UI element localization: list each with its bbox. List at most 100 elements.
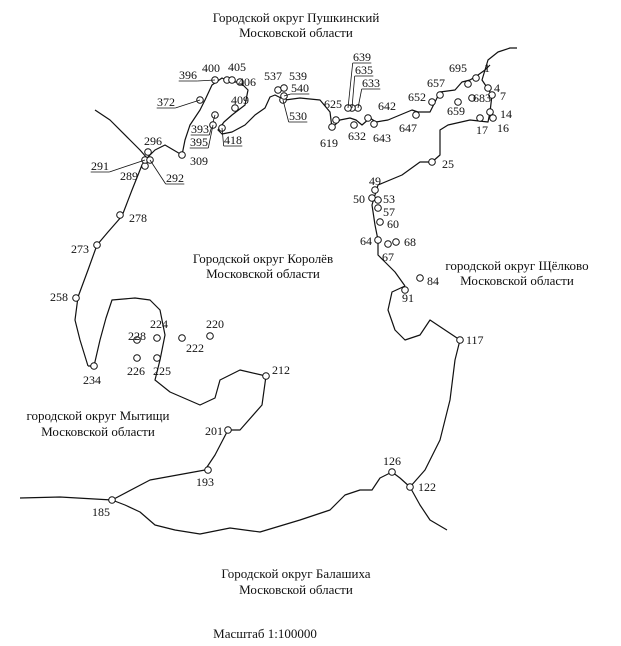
point-marker-539 [280, 84, 288, 92]
point-marker-212 [262, 372, 270, 380]
boundary-line [19, 47, 517, 535]
point-leader-530 [282, 99, 290, 123]
point-marker-652 [428, 98, 436, 106]
region-label-pushkinsky-2: Московской области [239, 25, 353, 40]
point-marker-220 [206, 332, 214, 340]
point-marker-4 [484, 84, 492, 92]
point-label-647: 647 [399, 121, 417, 135]
point-label-4: 4 [494, 81, 500, 95]
point-label-226: 226 [127, 364, 145, 378]
point-marker-228 [133, 336, 141, 344]
point-label-683: 683 [473, 91, 491, 105]
point-marker-642 [364, 114, 372, 122]
point-leader-292 [149, 159, 167, 185]
point-marker-632 [350, 121, 358, 129]
point-label-292: 292 [166, 171, 184, 185]
point-label-53: 53 [383, 192, 395, 206]
point-label-220: 220 [206, 317, 224, 331]
point-marker-84 [416, 274, 424, 282]
point-label-67: 67 [382, 250, 394, 264]
point-leader-395 [207, 124, 214, 149]
point-label-64: 64 [360, 234, 372, 248]
region-label-korolev-2: Московской области [206, 266, 320, 281]
point-label-273: 273 [71, 242, 89, 256]
point-label-68: 68 [404, 235, 416, 249]
region-label-korolev-1: Городской округ Королёв [193, 251, 333, 266]
point-leader-291 [109, 159, 146, 173]
point-marker-185 [108, 496, 116, 504]
point-marker-16 [489, 114, 497, 122]
point-label-418: 418 [224, 133, 242, 147]
point-label-395: 395 [190, 135, 208, 149]
point-label-643: 643 [373, 131, 391, 145]
point-label-400: 400 [202, 61, 220, 75]
point-label-639: 639 [353, 50, 371, 64]
point-label-16: 16 [497, 121, 509, 135]
point-label-278: 278 [129, 211, 147, 225]
point-label-659: 659 [447, 104, 465, 118]
point-marker-68 [392, 238, 400, 246]
point-leader-396 [197, 79, 216, 82]
point-label-224: 224 [150, 317, 168, 331]
point-label-258: 258 [50, 290, 68, 304]
point-label-695: 695 [449, 61, 467, 75]
point-label-625: 625 [324, 97, 342, 111]
point-marker-222 [178, 334, 186, 342]
point-marker-619 [328, 123, 336, 131]
point-label-185: 185 [92, 505, 110, 519]
point-leader-635 [351, 75, 356, 109]
point-marker-193 [204, 466, 212, 474]
point-marker-625 [332, 116, 340, 124]
point-label-122: 122 [418, 480, 436, 494]
point-label-17: 17 [476, 123, 488, 137]
point-label-619: 619 [320, 136, 338, 150]
point-marker-1 [472, 74, 480, 82]
point-label-212: 212 [272, 363, 290, 377]
boundary-line-north [146, 64, 491, 159]
point-marker-643 [370, 120, 378, 128]
point-label-635: 635 [355, 63, 373, 77]
point-marker-695 [464, 80, 472, 88]
point-label-60: 60 [387, 217, 399, 231]
point-label-291: 291 [91, 159, 109, 173]
point-label-289: 289 [120, 169, 138, 183]
point-marker-258 [72, 294, 80, 302]
point-label-530: 530 [289, 109, 307, 123]
point-marker-14 [486, 108, 494, 116]
point-marker-91 [401, 286, 409, 294]
point-label-50: 50 [353, 192, 365, 206]
point-label-1: 1 [484, 61, 490, 75]
point-label-49: 49 [369, 174, 381, 188]
point-marker-64 [374, 236, 382, 244]
point-label-405: 405 [228, 60, 246, 74]
point-marker-657 [436, 91, 444, 99]
point-marker-7 [488, 91, 496, 99]
point-label-396: 396 [179, 68, 197, 82]
point-label-657: 657 [427, 76, 445, 90]
point-label-91: 91 [402, 291, 414, 305]
point-marker-67 [384, 240, 392, 248]
point-label-228: 228 [128, 329, 146, 343]
point-label-633: 633 [362, 76, 380, 90]
point-marker-117 [456, 336, 464, 344]
point-marker-201 [224, 426, 232, 434]
point-label-126: 126 [383, 454, 401, 468]
region-label-shchelkovo-1: городской округ Щёлково [445, 258, 588, 273]
point-label-642: 642 [378, 99, 396, 113]
point-marker-406 [236, 78, 244, 86]
point-label-393: 393 [191, 122, 209, 136]
point-marker-296 [144, 148, 152, 156]
point-label-652: 652 [408, 90, 426, 104]
point-label-296: 296 [144, 134, 162, 148]
region-label-pushkinsky-1: Городской округ Пушкинский [213, 10, 380, 25]
point-label-57: 57 [383, 205, 395, 219]
region-label-mytishchi-2: Московской области [41, 424, 155, 439]
point-marker-647 [412, 111, 420, 119]
point-leader-372 [175, 99, 201, 109]
point-label-84: 84 [427, 274, 439, 288]
point-marker-225 [153, 354, 161, 362]
point-label-201: 201 [205, 424, 223, 438]
scale-label: Масштаб 1:100000 [213, 626, 317, 641]
